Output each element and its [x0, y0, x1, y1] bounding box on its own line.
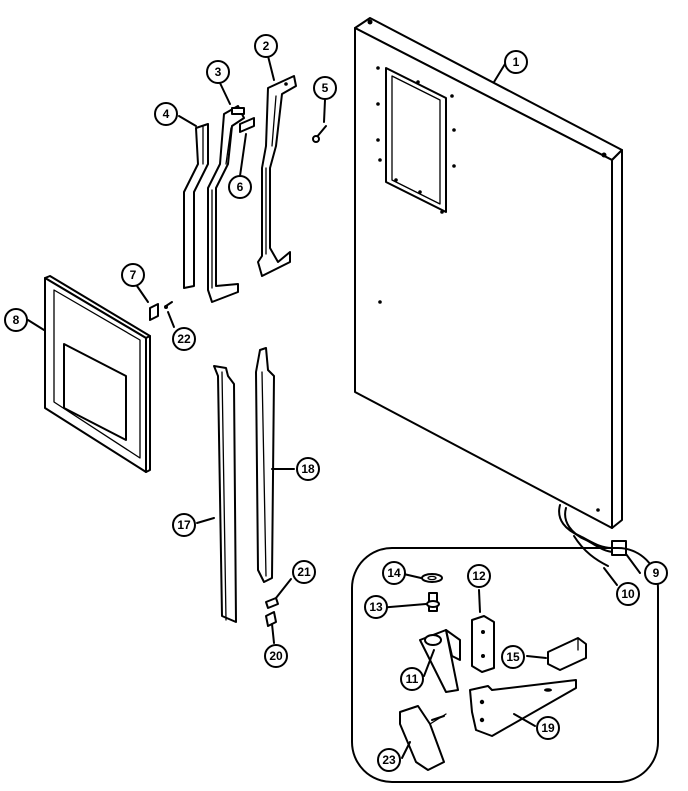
- callout-9: 9: [644, 561, 668, 585]
- part-1-door-panel: [354, 17, 623, 529]
- part-2-hinge-bracket: [257, 75, 297, 277]
- callout-label: 13: [369, 600, 383, 614]
- callout-4: 4: [154, 102, 178, 126]
- part-18-trim-strip: [255, 347, 275, 583]
- callout-bubbles: 1 2 3 4 5 6 7 8 9 10 11 12 13 14 15 17 1…: [4, 34, 668, 772]
- callout-label: 12: [472, 569, 486, 583]
- part-17-trim-strip: [213, 365, 237, 623]
- callout-14: 14: [382, 561, 406, 585]
- callout-label: 6: [237, 180, 244, 194]
- callout-label: 22: [177, 332, 191, 346]
- callout-11: 11: [400, 667, 424, 691]
- callout-label: 18: [301, 462, 315, 476]
- callout-label: 4: [163, 107, 170, 121]
- part-4-strap: [183, 123, 209, 289]
- part-20-21-clips: [265, 597, 279, 627]
- callout-7: 7: [121, 263, 145, 287]
- callout-label: 23: [382, 753, 396, 767]
- callout-label: 15: [506, 650, 520, 664]
- part-9-10-wire-harness: [558, 504, 627, 567]
- callout-label: 19: [541, 721, 555, 735]
- callout-12: 12: [467, 564, 491, 588]
- callout-13: 13: [364, 595, 388, 619]
- callout-1: 1: [504, 50, 528, 74]
- callout-3: 3: [206, 60, 230, 84]
- callout-10: 10: [616, 582, 640, 606]
- hinge-assembly-inset: [351, 547, 659, 783]
- part-5-screw: [312, 125, 327, 143]
- callout-20: 20: [264, 644, 288, 668]
- callout-5: 5: [313, 76, 337, 100]
- callout-18: 18: [296, 457, 320, 481]
- callout-22: 22: [172, 327, 196, 351]
- callout-label: 5: [322, 81, 329, 95]
- callout-label: 9: [653, 566, 660, 580]
- part-3-hinge-bracket: [207, 105, 245, 303]
- callout-6: 6: [228, 175, 252, 199]
- callout-21: 21: [292, 560, 316, 584]
- callout-label: 2: [263, 39, 270, 53]
- callout-label: 10: [621, 587, 635, 601]
- callout-label: 3: [215, 65, 222, 79]
- callout-label: 21: [297, 565, 311, 579]
- callout-label: 11: [406, 672, 419, 686]
- part-6-clip: [239, 117, 255, 133]
- callout-label: 17: [177, 518, 191, 532]
- callout-8: 8: [4, 308, 28, 332]
- callout-23: 23: [377, 748, 401, 772]
- callout-label: 14: [387, 566, 401, 580]
- part-7-22-clip-screw: [149, 301, 173, 321]
- callout-17: 17: [172, 513, 196, 537]
- part-8-front-panel: [44, 275, 151, 473]
- callout-label: 20: [269, 649, 283, 663]
- callout-label: 1: [513, 55, 520, 69]
- callout-19: 19: [536, 716, 560, 740]
- callout-2: 2: [254, 34, 278, 58]
- callout-15: 15: [501, 645, 525, 669]
- callout-label: 7: [130, 268, 137, 282]
- callout-label: 8: [13, 313, 20, 327]
